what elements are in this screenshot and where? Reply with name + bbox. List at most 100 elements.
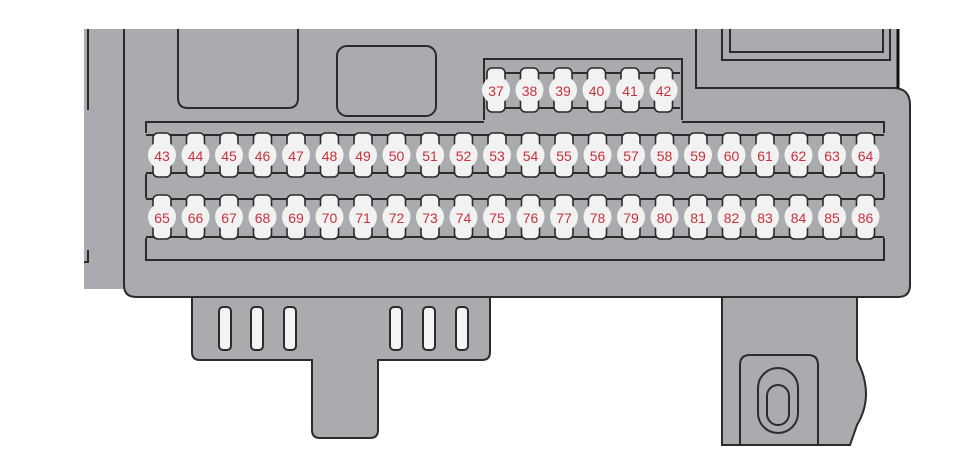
fuse-head — [751, 203, 779, 231]
fuse-head — [215, 141, 243, 169]
fuse-head — [482, 76, 510, 104]
fuse-number: 78 — [590, 210, 606, 226]
bottom-right-bracket — [721, 290, 867, 446]
fuse-head — [315, 141, 344, 169]
fuse-37: 37 — [482, 67, 510, 113]
fuse-number: 37 — [488, 83, 504, 99]
fuse-number: 71 — [355, 210, 371, 226]
fuse-head — [181, 141, 210, 169]
fuse-56: 56 — [583, 132, 612, 178]
top-center-recess — [336, 45, 437, 117]
fuse-head — [382, 141, 411, 169]
fuse-49: 49 — [349, 132, 377, 178]
bottom-left-tab — [191, 290, 491, 439]
fuse-79: 79 — [617, 194, 645, 240]
fuse-head — [349, 203, 377, 231]
fuse-number: 46 — [255, 148, 271, 164]
fuse-71: 71 — [349, 194, 377, 240]
top-left-recess — [177, 29, 299, 109]
fuse-85: 85 — [818, 194, 846, 240]
fuse-75: 75 — [483, 194, 511, 240]
fuse-head — [784, 141, 813, 169]
fuse-number: 54 — [523, 148, 539, 164]
fuse-number: 58 — [657, 148, 673, 164]
fuse-head — [717, 203, 746, 231]
fuse-38: 38 — [515, 67, 544, 113]
fuse-number: 86 — [858, 210, 874, 226]
fuse-46: 46 — [248, 132, 277, 178]
fuse-number: 44 — [188, 148, 204, 164]
fuse-head — [550, 203, 578, 231]
fuse-number: 81 — [690, 210, 706, 226]
fuse-head — [449, 203, 478, 231]
fuse-number: 50 — [389, 148, 405, 164]
fuse-head — [751, 141, 779, 169]
fuse-47: 47 — [282, 132, 310, 178]
fuse-head — [684, 141, 712, 169]
fuse-number: 83 — [757, 210, 773, 226]
fuse-number: 61 — [757, 148, 773, 164]
fuse-number: 48 — [322, 148, 338, 164]
fuse-55: 55 — [550, 132, 578, 178]
fuse-head — [148, 203, 176, 231]
fuse-72: 72 — [382, 194, 411, 240]
fuse-58: 58 — [650, 132, 679, 178]
fuse-76: 76 — [516, 194, 545, 240]
fuse-head — [818, 203, 846, 231]
fuse-head — [282, 141, 310, 169]
fuse-head — [483, 203, 511, 231]
bracket-slot-inner — [766, 384, 790, 426]
fuse-74: 74 — [449, 194, 478, 240]
fuse-number: 68 — [255, 210, 271, 226]
fuse-number: 85 — [824, 210, 840, 226]
fuse-head — [851, 203, 880, 231]
fuse-head — [449, 141, 478, 169]
fuse-66: 66 — [181, 194, 210, 240]
fuse-number: 74 — [456, 210, 472, 226]
fuse-head — [717, 141, 746, 169]
fuse-number: 55 — [556, 148, 572, 164]
bracket-recess — [739, 354, 819, 445]
fuse-number: 79 — [623, 210, 639, 226]
fuse-number: 45 — [221, 148, 237, 164]
fuse-number: 43 — [154, 148, 170, 164]
fuse-head — [582, 76, 611, 104]
fuse-44: 44 — [181, 132, 210, 178]
fuse-number: 47 — [288, 148, 304, 164]
fuse-head — [349, 141, 377, 169]
fuse-number: 62 — [791, 148, 807, 164]
fuse-number: 64 — [858, 148, 874, 164]
fuse-number: 82 — [724, 210, 740, 226]
fuse-head — [248, 203, 277, 231]
fuse-number: 65 — [154, 210, 170, 226]
fuse-head — [516, 203, 545, 231]
fuse-number: 39 — [555, 83, 571, 99]
fuse-number: 49 — [355, 148, 371, 164]
fuse-number: 60 — [724, 148, 740, 164]
fuse-63: 63 — [818, 132, 846, 178]
fuse-number: 75 — [489, 210, 505, 226]
fuse-head — [181, 203, 210, 231]
fuse-head — [148, 141, 176, 169]
fuse-number: 42 — [656, 83, 672, 99]
fuse-59: 59 — [684, 132, 712, 178]
fuse-number: 56 — [590, 148, 606, 164]
fuse-number: 67 — [221, 210, 237, 226]
fuse-number: 72 — [389, 210, 405, 226]
fuse-52: 52 — [449, 132, 478, 178]
fuse-number: 38 — [522, 83, 538, 99]
fuse-48: 48 — [315, 132, 344, 178]
fuse-head — [851, 141, 880, 169]
fuse-head — [549, 76, 577, 104]
fuse-68: 68 — [248, 194, 277, 240]
tab-slots — [218, 306, 469, 351]
bracket-slot — [757, 367, 799, 434]
fuse-54: 54 — [516, 132, 545, 178]
left-side-edge — [84, 29, 89, 263]
fuse-head — [617, 141, 645, 169]
fuse-head — [516, 141, 545, 169]
fuse-rails — [146, 72, 884, 238]
fuse-number: 53 — [489, 148, 505, 164]
fuse-84: 84 — [784, 194, 813, 240]
